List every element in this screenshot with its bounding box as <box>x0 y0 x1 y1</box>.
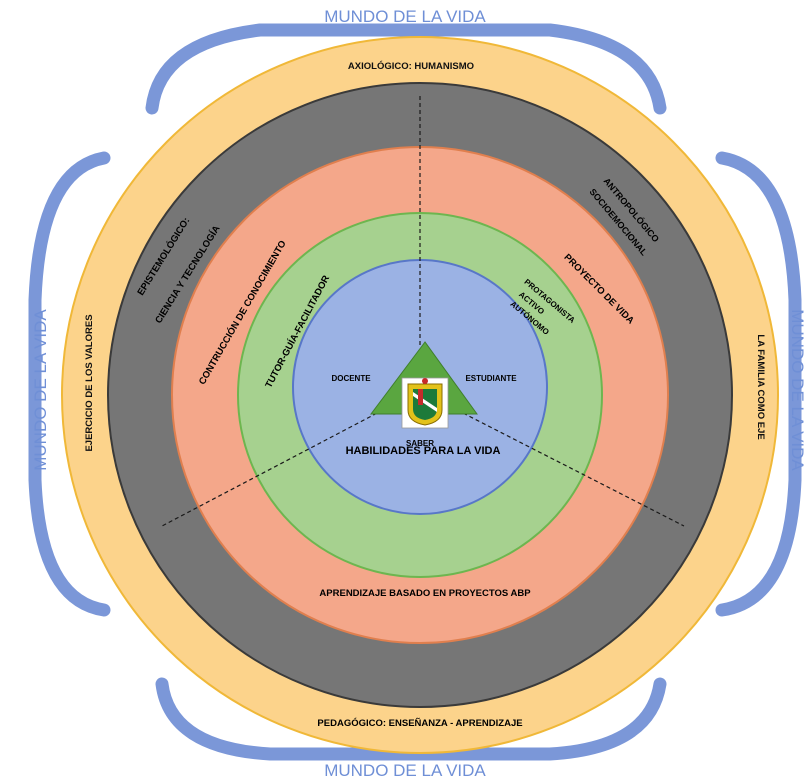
center-bottom-label: SABER <box>406 439 434 448</box>
divider-right <box>456 409 685 527</box>
school-crest-logo <box>401 377 449 429</box>
bottom-bracket <box>155 677 667 761</box>
world-label-left: MUNDO DE LA VIDA <box>31 309 50 471</box>
outer-top-label: AXIOLÓGICO: HUMANISMO <box>348 60 474 72</box>
green-bottom-label: HABILIDADES PARA LA VIDA <box>346 445 501 457</box>
top-bracket <box>145 23 667 115</box>
world-label-bottom: MUNDO DE LA VIDA <box>324 761 486 779</box>
salmon-bottom-label: APRENDIZAJE BASADO EN PROYECTOS ABP <box>319 588 531 599</box>
dark-bottom-label: PEDAGÓGICO: ENSEÑANZA - APRENDIZAJE <box>317 717 522 729</box>
left-bracket <box>28 151 111 617</box>
right-bracket <box>715 151 802 617</box>
world-label-top: MUNDO DE LA VIDA <box>324 7 486 26</box>
world-label-right: MUNDO DE LA VIDA <box>788 309 807 471</box>
outer-left-label: EJERCICIO DE LOS VALORES <box>84 314 95 451</box>
center-right-label: ESTUDIANTE <box>465 374 517 383</box>
outer-right-label: LA FAMILIA COMO EJE <box>755 334 766 439</box>
center-left-label: DOCENTE <box>331 374 371 383</box>
